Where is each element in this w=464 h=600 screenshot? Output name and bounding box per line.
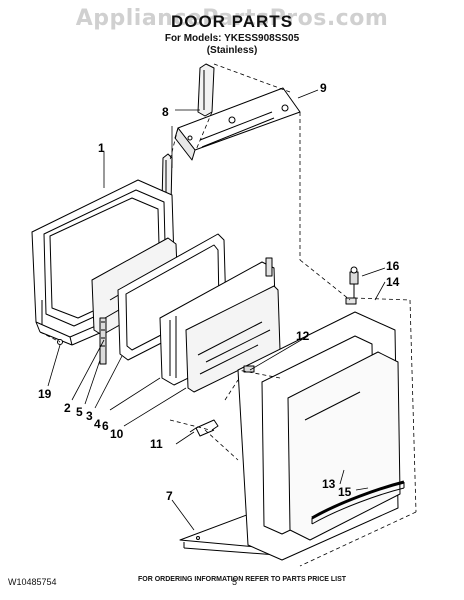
part-clip	[189, 419, 219, 437]
part-handle	[311, 480, 405, 525]
callout-12: 12	[296, 329, 310, 343]
document-number: W10485754	[8, 577, 57, 587]
page-title: DOOR PARTS	[170, 12, 294, 31]
callout-7: 7	[166, 489, 173, 503]
watermark: AppliancePartsPros.com	[75, 6, 389, 31]
part-top-bracket	[197, 63, 215, 117]
leader-lines	[47, 89, 386, 531]
callout-2: 2	[64, 401, 71, 415]
page-number: 5	[232, 577, 238, 587]
model-line: For Models: YKESS908SS05	[164, 33, 300, 44]
variant-line: (Stainless)	[206, 45, 258, 56]
callout-4: 4	[94, 417, 101, 431]
callout-3: 3	[86, 409, 93, 423]
callout-14: 14	[386, 275, 400, 289]
callout-labels: 1 2 3 4 5 6 7 8 9 10 11 12 13 14 15 16 1…	[38, 81, 400, 503]
ordering-info: FOR ORDERING INFORMATION REFER TO PARTS …	[138, 576, 347, 583]
callout-15: 15	[338, 485, 352, 499]
callout-9: 9	[320, 81, 327, 95]
part-small-bracket	[345, 297, 357, 305]
callout-1: 1	[98, 141, 105, 155]
part-top-trim	[174, 87, 301, 161]
callout-5: 5	[76, 405, 83, 419]
callout-13: 13	[322, 477, 336, 491]
part-screw	[349, 266, 359, 298]
callout-10: 10	[110, 427, 124, 441]
assembly-lines	[39, 63, 417, 567]
callout-8: 8	[162, 105, 169, 119]
callout-16: 16	[386, 259, 400, 273]
callout-6: 6	[102, 419, 109, 433]
callout-11: 11	[150, 437, 163, 451]
part-hinge	[99, 317, 107, 365]
callout-19: 19	[38, 387, 52, 401]
